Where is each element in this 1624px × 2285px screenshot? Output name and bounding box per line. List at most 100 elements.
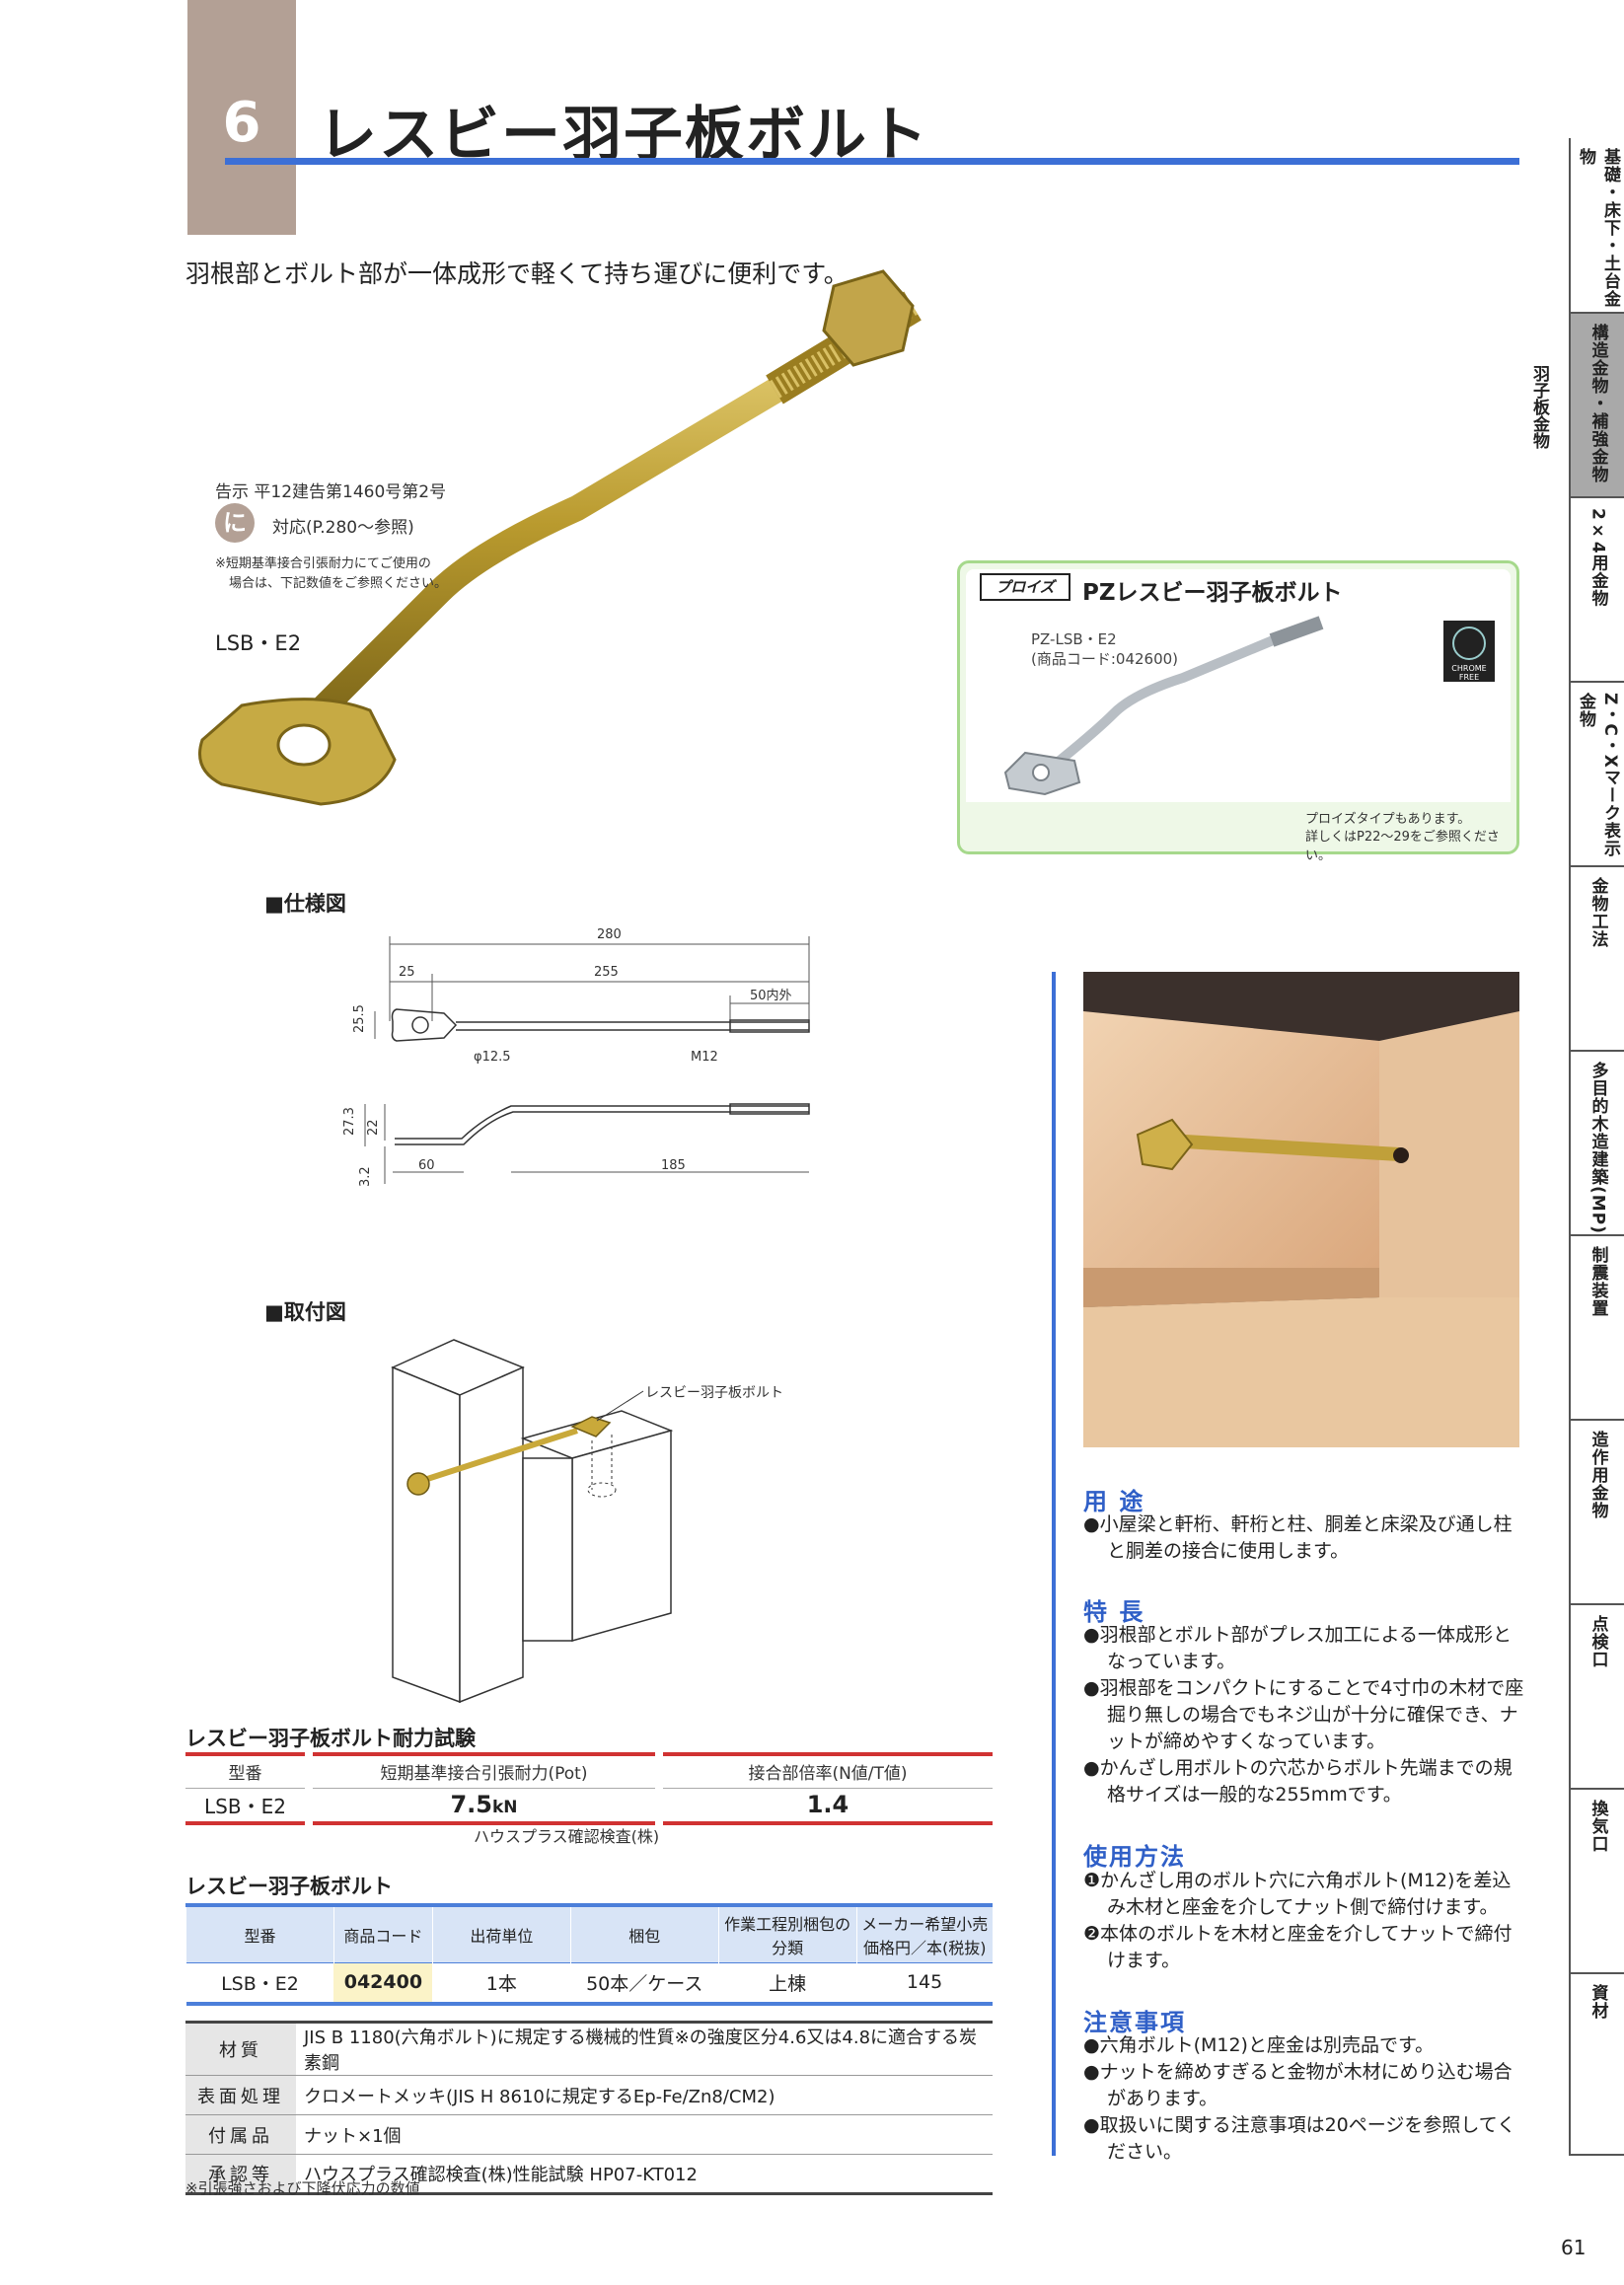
side-tab-foundation[interactable]: 基礎・床下・土台金物 — [1571, 138, 1624, 314]
side-subtitle: 羽子板金物 — [1529, 365, 1549, 449]
pz-bolt-image — [1003, 616, 1324, 796]
spec-header-price: メーカー希望小売価格円／本(税抜) — [855, 1905, 993, 1962]
mat-label-finish: 表面処理 — [185, 2075, 296, 2115]
dim-27-3: 27.3 — [342, 1107, 357, 1136]
product-bolt-image — [198, 269, 922, 806]
dim-3-2: 3.2 — [358, 1166, 373, 1187]
caution-item-1: ●六角ボルト(M12)と座金は別売品です。 — [1083, 2034, 1435, 2056]
chapter-tab — [187, 0, 296, 235]
chrome-free-badge: CHROME FREE — [1443, 621, 1495, 682]
test-cell-model: LSB・E2 — [185, 1787, 309, 1825]
pz-header: プロイズ PZレスビー羽子板ボルト — [966, 569, 1511, 606]
page-number: 61 — [1561, 2236, 1587, 2259]
method-item-2: ❷本体のボルトを木材と座金を介してナットで締付けます。 — [1083, 1923, 1513, 1971]
dim-m12: M12 — [691, 1050, 718, 1065]
usage-heading: 用 途 — [1083, 1488, 1145, 1515]
mat-value-material: JIS B 1180(六角ボルト)に規定する機械的性質※の強度区分4.6又は4.… — [296, 2022, 993, 2076]
installation-photo — [1083, 972, 1519, 1447]
model-label: LSB・E2 — [215, 631, 302, 655]
side-tab-inspection[interactable]: 点検口 — [1571, 1605, 1624, 1790]
spec-drawing-label: ■仕様図 — [264, 892, 346, 916]
mat-value-approval: ハウスプラス確認検査(株)性能試験 HP07-KT012 — [296, 2154, 993, 2194]
dim-25: 25 — [399, 965, 415, 980]
dim-50: 50内外 — [750, 988, 792, 1003]
usage-item-1: ●小屋梁と軒桁、軒桁と柱、胴差と床梁及び通し柱と胴差の接合に使用します。 — [1083, 1513, 1513, 1562]
side-tab-damper[interactable]: 制震装置 — [1571, 1236, 1624, 1421]
spec-header-code: 商品コード — [332, 1905, 433, 1962]
chapter-number: 6 — [222, 91, 261, 155]
mat-label-material: 材質 — [185, 2022, 296, 2076]
side-tab-zcx[interactable]: Z・C・Xマーク表示金物 — [1571, 683, 1624, 867]
test-table: 型番 短期基準接合引張耐力(Pot) 接合部倍率(N値/T値) LSB・E2 7… — [185, 1752, 993, 1825]
mat-label-approval: 承認等 — [185, 2154, 296, 2194]
notice-line-3: ※短期基準接合引張耐力にてご使用の — [215, 556, 431, 571]
test-cell-pot: 7.5kN — [305, 1787, 659, 1825]
install-drawing: レスビー羽子板ボルト — [391, 1339, 783, 1704]
method-item-1: ❶かんざし用のボルト穴に六角ボルト(M12)を差込み木材と座金を介してナット側で… — [1083, 1870, 1512, 1918]
materials-note: ※引張強さおよび下降伏応力の数値 — [185, 2179, 420, 2197]
features-heading: 特 長 — [1083, 1598, 1145, 1626]
dim-22: 22 — [366, 1119, 381, 1136]
spec-table-title: レスビー羽子板ボルト — [185, 1875, 393, 1898]
caution-item-3: ●取扱いに関する注意事項は20ページを参照してください。 — [1083, 2114, 1516, 2163]
dim-280: 280 — [597, 927, 622, 942]
spec-cell-pack: 50本／ケース — [570, 1961, 719, 2004]
spec-cell-unit: 1本 — [432, 1961, 571, 2004]
ni-badge: に — [215, 503, 255, 543]
materials-table: 材質 JIS B 1180(六角ボルト)に規定する機械的性質※の強度区分4.6又… — [185, 2021, 993, 2195]
features-item-1: ●羽根部とボルト部がプレス加工による一体成形となっています。 — [1083, 1624, 1513, 1672]
title-underline — [225, 158, 1519, 165]
test-table-title: レスビー羽子板ボルト耐力試験 — [185, 1727, 476, 1750]
spec-header-model: 型番 — [185, 1905, 334, 1962]
spec-cell-price: 145 — [856, 1961, 993, 2004]
side-tab-method[interactable]: 金物工法 — [1571, 867, 1624, 1052]
method-heading: 使用方法 — [1083, 1843, 1186, 1871]
notice-line-2: 対応(P.280～参照) — [272, 518, 414, 538]
install-callout: レスビー羽子板ボルト — [645, 1385, 783, 1401]
pz-product-box: プロイズ PZレスビー羽子板ボルト PZ-LSB・E2 (商品コード:04260… — [957, 560, 1519, 863]
dim-phi: φ12.5 — [474, 1050, 511, 1065]
dim-255: 255 — [594, 965, 619, 980]
pz-model: PZ-LSB・E2 — [1031, 630, 1117, 648]
mat-value-accessory: ナット×1個 — [296, 2114, 993, 2155]
install-drawing-label: ■取付図 — [264, 1300, 346, 1324]
side-tab-structural[interactable]: 構造金物・補強金物 — [1571, 314, 1624, 498]
spec-header-unit: 出荷単位 — [431, 1905, 571, 1962]
test-cell-ratio: 1.4 — [655, 1787, 993, 1825]
pz-note-1: プロイズタイプもあります。 — [1305, 812, 1471, 827]
spec-drawing: 280 25 255 50内外 25.5 φ12.5 M12 27.3 22 3… — [342, 927, 810, 1187]
test-header-model: 型番 — [185, 1752, 309, 1788]
side-tab-vent[interactable]: 換気口 — [1571, 1790, 1624, 1974]
spec-table: 型番 商品コード 出荷単位 梱包 作業工程別梱包の分類 メーカー希望小売価格円／… — [185, 1903, 993, 2006]
mat-value-finish: クロメートメッキ(JIS H 8610に規定するEp-Fe/Zn8/CM2) — [296, 2075, 993, 2115]
spec-header-pack: 梱包 — [569, 1905, 719, 1962]
spec-cell-class: 上棟 — [718, 1961, 857, 2004]
side-tab-bar: 基礎・床下・土台金物 構造金物・補強金物 2×4用金物 Z・C・Xマーク表示金物… — [1569, 138, 1624, 2156]
features-item-3: ●かんざし用ボルトの穴芯からボルト先端までの規格サイズは一般的な255mmです。 — [1083, 1757, 1513, 1806]
caution-item-2: ●ナットを締めすぎると金物が木材にめり込む場合があります。 — [1083, 2061, 1513, 2109]
pz-title: PZレスビー羽子板ボルト — [1082, 580, 1343, 606]
spec-header-class: 作業工程別梱包の分類 — [717, 1905, 857, 1962]
features-item-2: ●羽根部をコンパクトにすることで4寸巾の木材で座掘り無しの場合でもネジ山が十分に… — [1083, 1677, 1524, 1752]
notice-line-1: 告示 平12建告第1460号第2号 — [215, 482, 447, 502]
dim-25-5: 25.5 — [352, 1004, 367, 1033]
proize-logo: プロイズ — [980, 573, 1070, 601]
notice-line-4: 場合は、下記数値をご参照ください。 — [229, 576, 448, 591]
right-column-rule — [1052, 972, 1056, 2156]
pz-image-area: PZ-LSB・E2 (商品コード:042600) CHROME FREE — [966, 605, 1511, 802]
dim-60: 60 — [418, 1158, 435, 1173]
pz-note-2: 詳しくはP22～29をご参照ください。 — [1305, 830, 1500, 863]
caution-heading: 注意事項 — [1083, 2009, 1186, 2036]
side-tab-mp[interactable]: 多目的木造建築(MP) — [1571, 1052, 1624, 1236]
mat-label-accessory: 付属品 — [185, 2114, 296, 2155]
dim-185: 185 — [661, 1158, 686, 1173]
spec-cell-code: 042400 — [333, 1961, 433, 2004]
spec-cell-model: LSB・E2 — [185, 1961, 334, 2004]
test-header-ratio: 接合部倍率(N値/T値) — [655, 1752, 993, 1788]
side-tab-finishing[interactable]: 造作用金物 — [1571, 1421, 1624, 1605]
side-tab-materials[interactable]: 資材 — [1571, 1974, 1624, 2156]
pz-code: (商品コード:042600) — [1031, 650, 1179, 668]
test-header-pot: 短期基準接合引張耐力(Pot) — [305, 1752, 659, 1788]
side-tab-2x4[interactable]: 2×4用金物 — [1571, 498, 1624, 683]
test-note: ハウスプラス確認検査(株) — [474, 1827, 660, 1846]
